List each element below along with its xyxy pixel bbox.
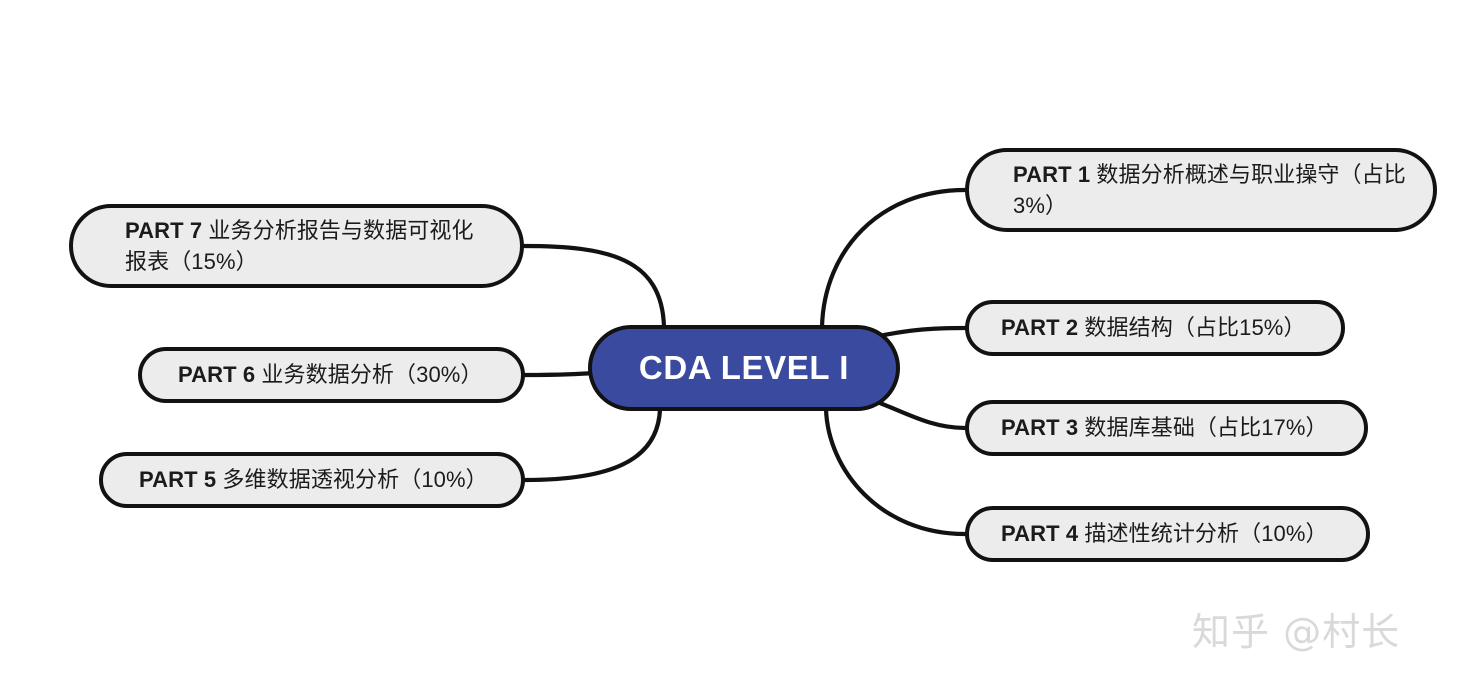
branch-node-part2[interactable]: PART 2 数据结构（占比15%）: [965, 300, 1345, 356]
part-title: 描述性统计分析（10%）: [1078, 521, 1328, 547]
branch-node-part1-label: PART 1 数据分析概述与职业操守（占比3%）: [1013, 159, 1407, 221]
central-node-label: CDA LEVEL I: [638, 349, 850, 386]
part-title: 数据分析概述与职业操守（占比3%）: [1013, 161, 1406, 218]
connector-center-to-part7: [521, 243, 667, 330]
connector-center-to-part1: [819, 187, 968, 330]
connector-center-to-part3: [869, 397, 968, 431]
branch-node-part4[interactable]: PART 4 描述性统计分析（10%）: [965, 506, 1370, 562]
part-prefix: PART 5: [139, 467, 217, 493]
branch-node-part1[interactable]: PART 1 数据分析概述与职业操守（占比3%）: [965, 148, 1437, 232]
branch-node-part6[interactable]: PART 6 业务数据分析（30%）: [138, 347, 525, 403]
part-title: 多维数据透视分析（10%）: [216, 467, 488, 493]
branch-node-part2-label: PART 2 数据结构（占比15%）: [1001, 312, 1319, 343]
branch-node-part5-label: PART 5 多维数据透视分析（10%）: [139, 464, 495, 495]
part-prefix: PART 3: [1001, 415, 1079, 441]
central-node[interactable]: CDA LEVEL I: [588, 325, 900, 411]
part-title: 数据库基础（占比17%）: [1078, 415, 1328, 441]
branch-node-part3-label: PART 3 数据库基础（占比17%）: [1001, 412, 1342, 443]
branch-node-part7[interactable]: PART 7 业务分析报告与数据可视化报表（15%）: [69, 204, 524, 288]
part-prefix: PART 6: [178, 362, 256, 388]
part-title: 业务数据分析（30%）: [255, 362, 483, 388]
part-prefix: PART 7: [125, 217, 203, 243]
part-title: 数据结构（占比15%）: [1078, 315, 1306, 341]
branch-node-part6-label: PART 6 业务数据分析（30%）: [178, 359, 495, 390]
connector-center-to-part4: [823, 406, 968, 537]
part-prefix: PART 1: [1013, 161, 1091, 187]
branch-node-part7-label: PART 7 业务分析报告与数据可视化报表（15%）: [125, 215, 490, 277]
connector-center-to-part5: [522, 406, 663, 483]
part-prefix: PART 2: [1001, 315, 1079, 341]
branch-node-part4-label: PART 4 描述性统计分析（10%）: [1001, 518, 1344, 549]
branch-node-part5[interactable]: PART 5 多维数据透视分析（10%）: [99, 452, 525, 508]
watermark: 知乎 @村长: [1192, 610, 1401, 654]
part-prefix: PART 4: [1001, 521, 1079, 547]
part-title: 业务分析报告与数据可视化报表（15%）: [125, 217, 474, 274]
branch-node-part3[interactable]: PART 3 数据库基础（占比17%）: [965, 400, 1368, 456]
